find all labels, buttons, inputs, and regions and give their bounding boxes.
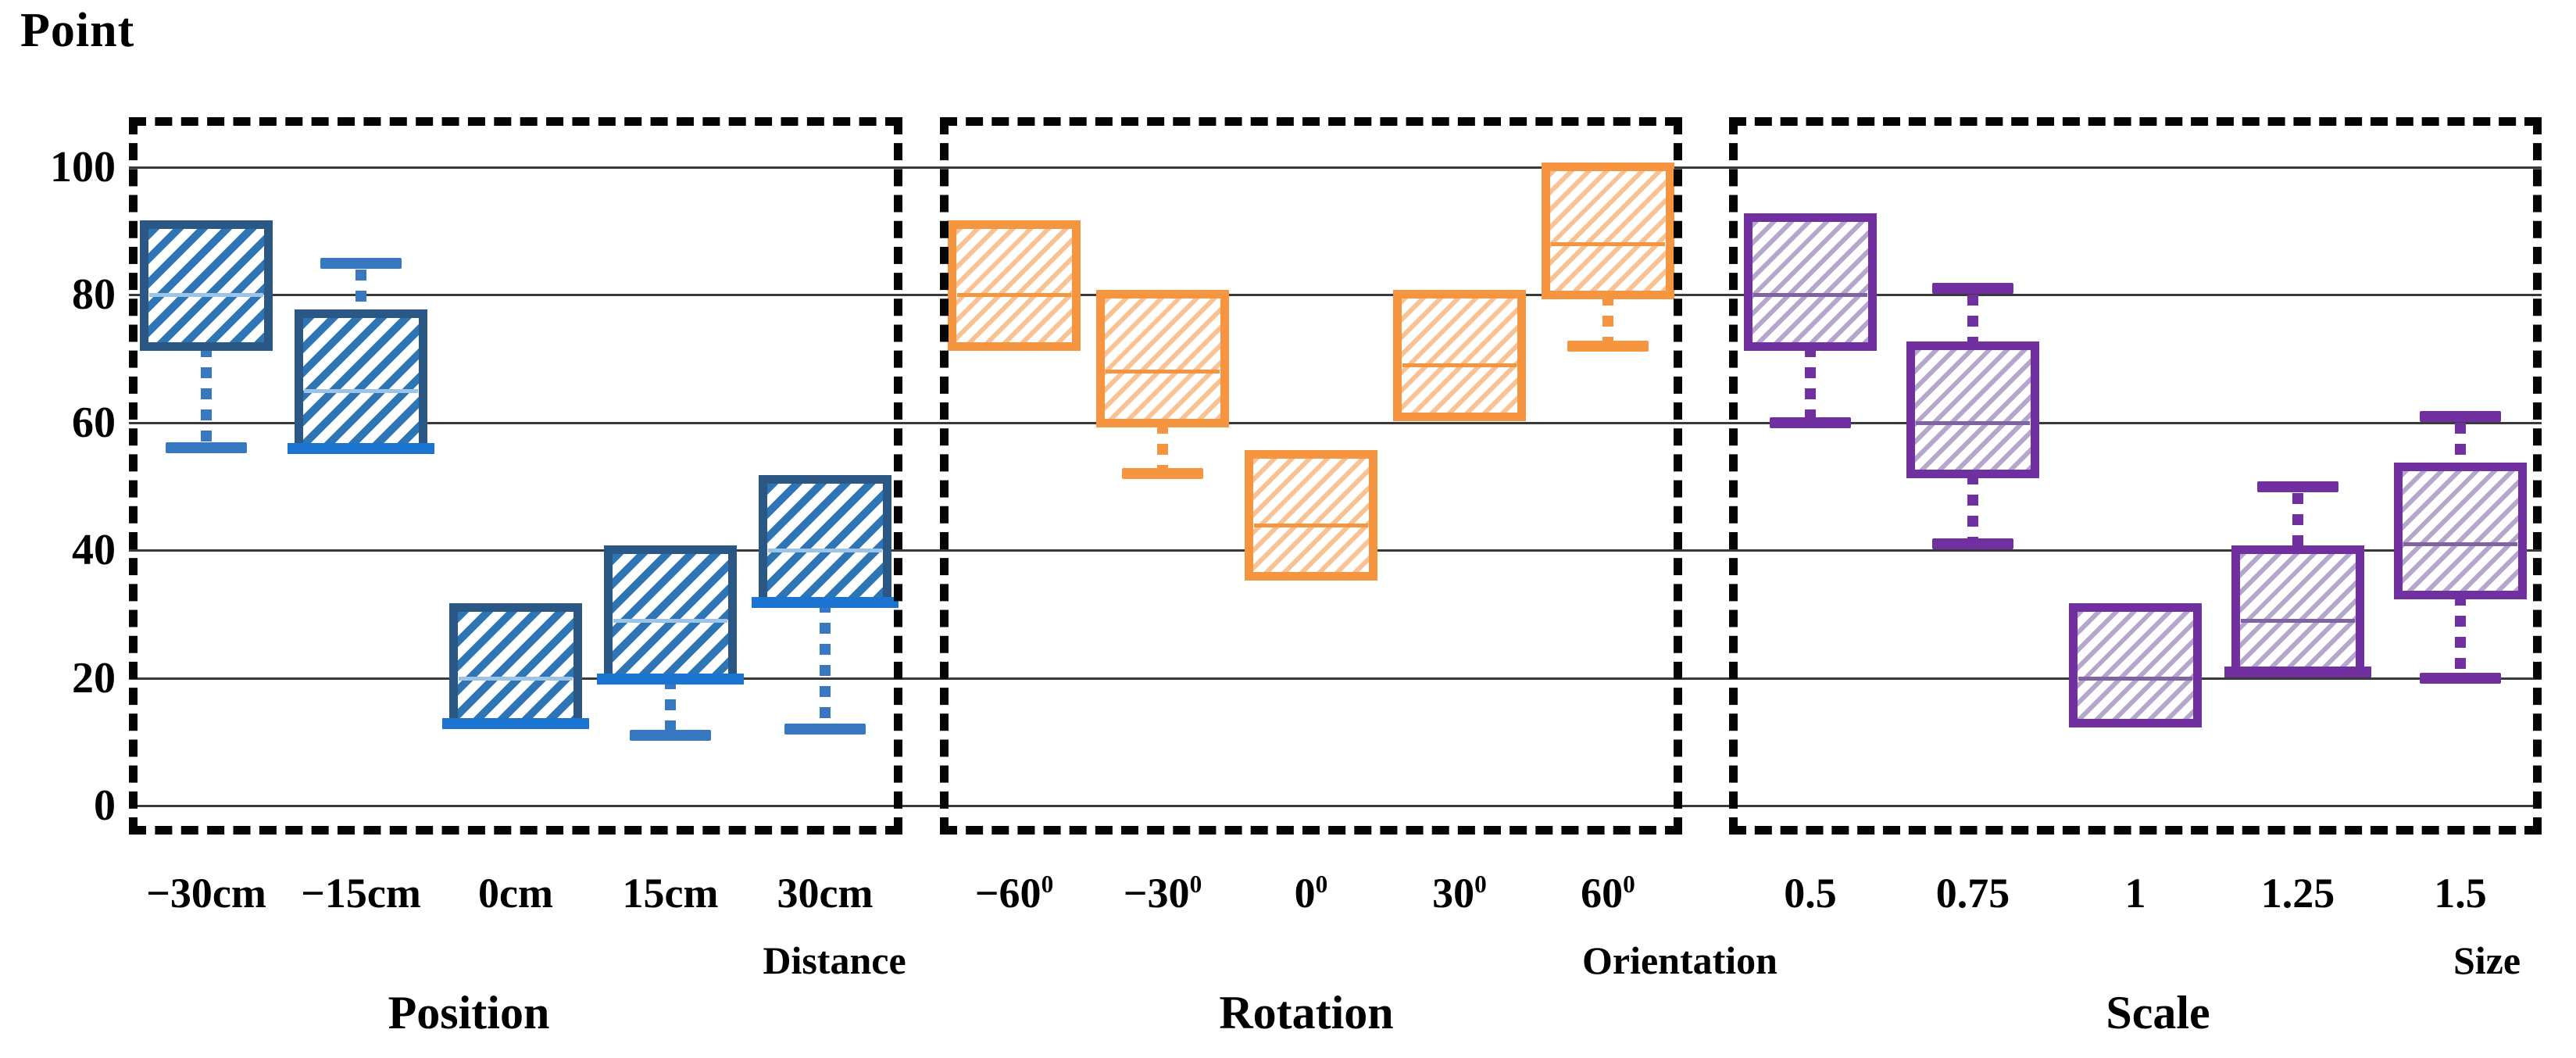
upper-whisker <box>355 269 366 314</box>
median-line <box>1254 523 1368 527</box>
median-line <box>1753 293 1867 298</box>
x-tick-label: 1.25 <box>2260 870 2335 917</box>
box-300 <box>1096 290 1229 427</box>
lower-whisker-cap <box>166 442 247 454</box>
median-line <box>304 388 418 393</box>
x-tick-label: −15cm <box>301 870 421 917</box>
gridline <box>129 294 2542 297</box>
median-line <box>2241 619 2355 624</box>
box-600 <box>948 220 1081 351</box>
y-axis-title: Point <box>20 4 135 57</box>
group-rect-scale <box>1729 117 2542 835</box>
group-title-rotation: Rotation <box>1219 987 1394 1038</box>
lower-whisker <box>1157 422 1168 470</box>
gridline <box>129 166 2542 169</box>
median-line <box>459 676 573 681</box>
x-tick-label: 300 <box>1432 870 1487 917</box>
upper-whisker <box>2455 422 2466 467</box>
x-tick-label: 600 <box>1581 870 1635 917</box>
q1-min-cap <box>2224 667 2371 678</box>
y-tick-label: 20 <box>72 653 116 702</box>
upper-whisker <box>2292 492 2303 551</box>
lower-whisker <box>665 677 676 731</box>
lower-whisker <box>1805 345 1816 418</box>
box-1 <box>2069 602 2202 727</box>
median-line <box>149 293 263 298</box>
x-tick-label: 0cm <box>478 870 553 917</box>
gridline <box>129 805 2542 807</box>
axis-sub-label-size: Size <box>2453 938 2521 982</box>
x-tick-label: 15cm <box>622 870 719 917</box>
median-line <box>1916 420 2030 425</box>
q1-min-cap <box>597 673 744 684</box>
upper-whisker-cap <box>2420 410 2501 422</box>
box-0cm <box>449 602 582 727</box>
axis-sub-label-distance: Distance <box>763 938 906 982</box>
median-line <box>1106 370 1220 374</box>
x-tick-label: 0.75 <box>1935 870 2010 917</box>
median-line <box>2403 542 2517 547</box>
median-line <box>768 549 882 553</box>
median-line <box>613 619 727 624</box>
box-0.75 <box>1906 341 2039 479</box>
box-1.5 <box>2394 462 2527 600</box>
y-tick-label: 40 <box>72 526 116 575</box>
median-line <box>2078 676 2192 681</box>
group-title-position: Position <box>388 987 550 1038</box>
box-1.25 <box>2231 545 2364 677</box>
upper-whisker-cap <box>320 257 402 269</box>
box-15cm <box>604 545 737 683</box>
group-title-scale: Scale <box>2106 987 2210 1038</box>
upper-whisker-cap <box>2257 481 2338 492</box>
x-tick-label: 1.5 <box>2434 870 2487 917</box>
axis-sub-label-orientation: Orientation <box>1582 938 1777 982</box>
q1-min-cap <box>442 717 589 729</box>
median-line <box>957 293 1071 298</box>
x-tick-label: 00 <box>1294 870 1328 917</box>
lower-whisker <box>1967 474 1978 540</box>
box-0.5 <box>1744 213 1877 351</box>
gridline <box>129 677 2542 680</box>
lower-whisker-cap <box>2420 672 2501 684</box>
x-tick-label: 30cm <box>777 870 874 917</box>
upper-whisker-cap <box>1932 283 2013 295</box>
x-tick-label: −600 <box>974 870 1054 917</box>
q1-min-cap <box>288 443 434 455</box>
group-rect-rotation <box>940 117 1682 835</box>
y-tick-label: 60 <box>72 398 116 447</box>
upper-whisker <box>1967 295 1978 346</box>
box-300 <box>1393 290 1526 421</box>
box-30cm <box>140 220 273 351</box>
y-tick-label: 0 <box>94 781 116 830</box>
lower-whisker <box>820 601 831 724</box>
box-600 <box>1542 163 1674 300</box>
lower-whisker-cap <box>1932 538 2013 550</box>
x-tick-label: 1 <box>2124 870 2146 917</box>
median-line <box>1551 242 1665 247</box>
lower-whisker-cap <box>784 723 866 735</box>
lower-whisker-cap <box>1567 340 1649 352</box>
x-tick-label: −30cm <box>146 870 266 917</box>
box-15cm <box>295 309 427 453</box>
box-00 <box>1245 449 1377 581</box>
x-tick-label: −300 <box>1123 870 1202 917</box>
lower-whisker-cap <box>630 730 711 742</box>
y-tick-label: 80 <box>72 270 116 320</box>
lower-whisker <box>201 345 212 444</box>
x-tick-label: 0.5 <box>1784 870 1837 917</box>
group-rect-position <box>129 117 902 835</box>
gridline <box>129 421 2542 424</box>
lower-whisker <box>2455 595 2466 674</box>
median-line <box>1402 363 1517 368</box>
y-tick-label: 100 <box>50 143 116 191</box>
lower-whisker <box>1602 295 1613 341</box>
lower-whisker-cap <box>1122 468 1203 480</box>
q1-min-cap <box>752 596 899 608</box>
lower-whisker-cap <box>1770 416 1851 428</box>
